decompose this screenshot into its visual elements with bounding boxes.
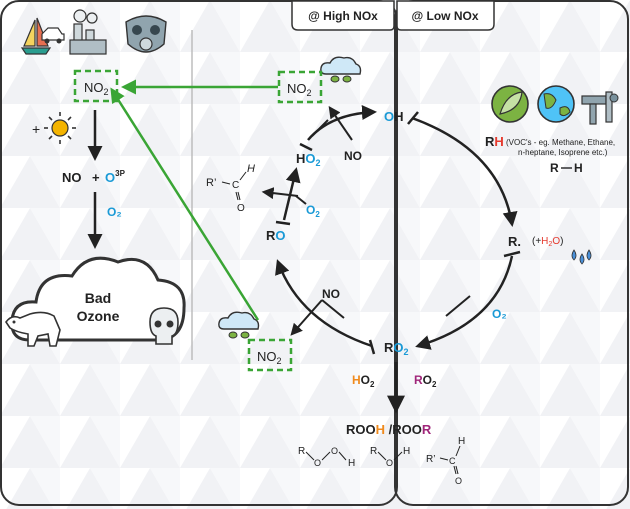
svg-text:R: R (370, 446, 377, 457)
plus-sun: + (32, 121, 40, 137)
rooh-roor-label: ROOH /ROOR (346, 422, 432, 437)
oil-pump-icon (581, 91, 619, 125)
svg-text:H: H (458, 436, 465, 447)
arc-r-to-ro2 (415, 255, 514, 350)
rh-label: RH (485, 134, 504, 149)
ro2-label: RO2 (384, 340, 409, 357)
svg-text:O: O (237, 203, 245, 214)
factory-icon (69, 9, 107, 55)
o-atom: O3P (105, 169, 126, 185)
ho2-product-label: HO2 (352, 373, 375, 389)
rh-note-1: (VOC's - eg. Methane, Ethane, (506, 138, 615, 147)
arrow-o2-right (445, 295, 471, 317)
high-nox-tab: @ High NOx (291, 0, 395, 31)
svg-text:O: O (314, 458, 321, 468)
low-nox-label: @ Low NOx (411, 9, 478, 23)
car-icon (41, 27, 65, 44)
no2-box-bottom (247, 338, 293, 372)
svg-text:C: C (449, 456, 456, 466)
plus-left: + (92, 170, 100, 185)
high-nox-panel (0, 0, 398, 506)
tick-ro (275, 220, 291, 226)
r-radical: R. (508, 234, 521, 249)
svg-text:R’: R’ (426, 454, 435, 465)
svg-text:H: H (348, 458, 355, 469)
arrow-no-bottom-tail (321, 299, 345, 319)
rh-bond: R H (550, 161, 583, 175)
svg-text:O: O (331, 446, 338, 456)
svg-text:H: H (247, 163, 255, 175)
arrow-no2-top-tail (311, 119, 329, 137)
cloud-rain-icon-bottom (218, 311, 260, 339)
oh-label: OH (384, 109, 404, 124)
svg-text:C: C (232, 180, 239, 191)
tick-ro2 (368, 339, 376, 355)
gas-mask-icon (125, 15, 167, 53)
sun-icon (44, 112, 76, 144)
polar-bear-icon (5, 311, 61, 347)
ro2-product-label: RO2 (414, 373, 437, 389)
high-nox-label: @ High NOx (308, 9, 378, 23)
earth-icon (537, 85, 575, 123)
hydroperoxide-structure: R O O H (298, 446, 355, 469)
arrow-no-to-no2-top (328, 106, 353, 141)
arrow-ro-to-aldehyde (261, 187, 299, 200)
cloud-rain-icon-top (320, 56, 362, 83)
o2-left: O₂ (107, 205, 122, 219)
cloud-text-1: Bad (85, 290, 111, 306)
aldehyde-structure: R’ C H O (206, 163, 255, 214)
no2-box-top (277, 70, 323, 104)
skull-icon (149, 307, 179, 345)
low-nox-panel (394, 0, 629, 506)
arc-ro2-to-ro (275, 259, 373, 348)
cloud-text-2: Ozone (77, 308, 120, 324)
svg-text:H: H (574, 161, 583, 175)
low-nox-tab: @ Low NOx (396, 0, 495, 31)
leaf-icon (491, 85, 529, 123)
svg-text:R: R (298, 446, 305, 457)
o2-right: O₂ (492, 307, 507, 321)
svg-text:O: O (455, 476, 462, 486)
tick-oh (407, 111, 419, 125)
carbonyl-structure: R’ C H O (426, 436, 465, 486)
no2-box-left (73, 69, 119, 103)
arc-oh-to-r (411, 116, 518, 227)
h2o-label: (+H2O) (532, 236, 563, 248)
ro-label: RO (266, 228, 286, 243)
o2-left-cycle: O2 (306, 203, 320, 219)
green-arrow-diagonal (110, 87, 260, 321)
ho2-label: HO2 (296, 151, 321, 168)
arrow-o2-left-tail (295, 195, 307, 205)
tick-r (503, 250, 521, 258)
no-bottom: NO (322, 287, 340, 301)
alcohol-structure: R O H (370, 446, 410, 468)
rh-note-2: n-heptane, Isoprene etc.) (518, 148, 608, 157)
no2-left: NO2 (84, 80, 109, 97)
svg-text:O: O (386, 458, 393, 468)
no2-bottom: NO2 (257, 349, 282, 366)
water-drops-icon (571, 249, 592, 265)
svg-text:H: H (403, 446, 410, 457)
tick-ho2 (299, 142, 313, 152)
no-left: NO (62, 170, 82, 185)
svg-text:R: R (550, 161, 559, 175)
no2-top: NO2 (287, 81, 312, 98)
svg-text:R’: R’ (206, 177, 216, 189)
arrow-no-to-no2-bottom (290, 299, 323, 336)
no-right-of-ho2: NO (344, 149, 362, 163)
